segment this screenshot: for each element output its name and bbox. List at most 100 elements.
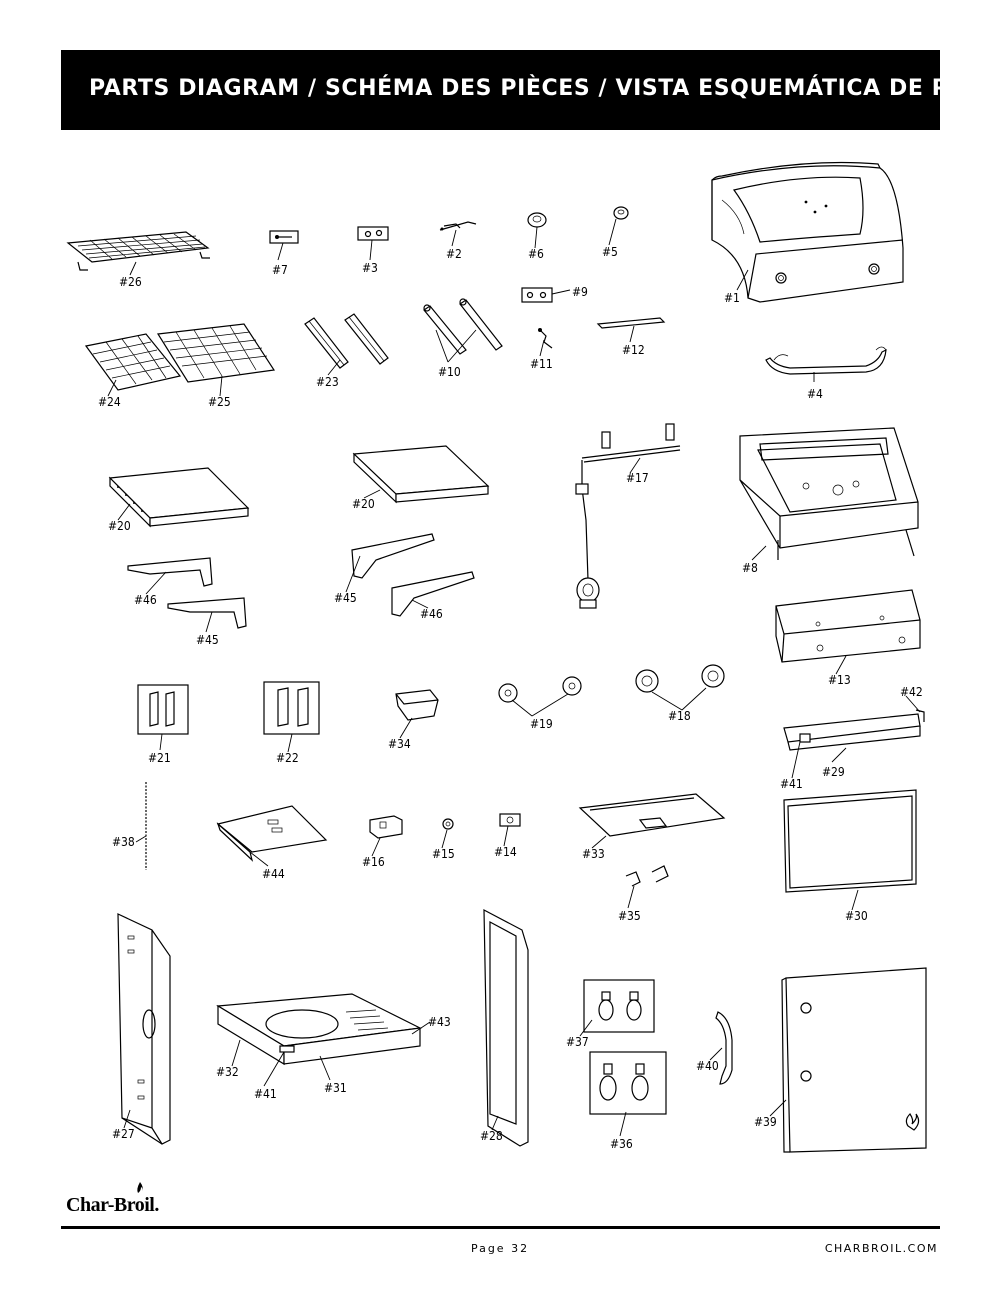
- part-13-control-panel: [775, 589, 921, 663]
- label-part-12: #12: [622, 343, 645, 357]
- label-part-17: #17: [626, 471, 649, 485]
- label-part-23: #23: [316, 375, 339, 389]
- part-46-bracket-left: [127, 557, 213, 587]
- label-part-1: #1: [724, 291, 740, 305]
- page-number: Page 32: [470, 1242, 530, 1255]
- label-part-34: #34: [388, 737, 411, 751]
- label-part-3: #3: [362, 261, 378, 275]
- part-29-tray: [783, 709, 925, 751]
- label-part-26: #26: [119, 275, 142, 289]
- label-part-22: #22: [276, 751, 299, 765]
- label-part-21: #21: [148, 751, 171, 765]
- part-11-electrode: [538, 328, 553, 349]
- part-24-grate: [84, 333, 182, 391]
- part-20-shelf-left: [108, 467, 250, 528]
- leader-lines: [107, 218, 921, 1137]
- label-part-25: #25: [208, 395, 231, 409]
- part-46-bracket-right: [391, 571, 475, 617]
- part-warming-rack: [66, 231, 210, 271]
- part-7-bolt: [269, 230, 299, 244]
- part-19-collars: [498, 676, 582, 703]
- part-28-side-panel: [483, 908, 529, 1147]
- label-part-19: #19: [530, 717, 553, 731]
- part-35-clips: [625, 865, 669, 887]
- part-18-knobs: [635, 664, 725, 693]
- label-part-8: #8: [742, 561, 758, 575]
- label-part-39: #39: [754, 1115, 777, 1129]
- part-27-side-panel: [117, 913, 171, 1145]
- part-44-shelf: [216, 805, 328, 862]
- label-part-6: #6: [528, 247, 544, 261]
- part-45-bracket-right: [351, 533, 435, 579]
- part-labels: #1 #2 #3 #4 #5 #6 #7 #8 #9 #10 #11 #12 #…: [98, 245, 923, 1151]
- part-3-bracket: [357, 226, 389, 241]
- part-40-door-handle: [715, 1011, 733, 1085]
- label-part-16: #16: [362, 855, 385, 869]
- website-link[interactable]: CHARBROIL.COM: [824, 1242, 938, 1255]
- label-part-32: #32: [216, 1065, 239, 1079]
- part-20-shelf-right: [352, 445, 490, 504]
- brand-logo: Char-Broil.: [66, 1194, 159, 1216]
- label-part-2: #2: [446, 247, 462, 261]
- label-part-14: #14: [494, 845, 517, 859]
- label-part-20a: #20: [108, 519, 131, 533]
- header-bar: PARTS DIAGRAM / SCHÉMA DES PIÈCES / VIST…: [61, 50, 1000, 130]
- label-part-41a: #41: [780, 777, 803, 791]
- part-36-casters: [589, 1051, 667, 1115]
- label-part-5: #5: [602, 245, 618, 259]
- flame-icon: [137, 1182, 143, 1193]
- label-part-46a: #46: [134, 593, 157, 607]
- label-part-10: #10: [438, 365, 461, 379]
- label-part-11: #11: [530, 357, 553, 371]
- part-handle: [765, 346, 887, 375]
- label-part-42: #42: [900, 685, 923, 699]
- label-part-7: #7: [272, 263, 288, 277]
- label-part-27: #27: [112, 1127, 135, 1141]
- label-part-35: #35: [618, 909, 641, 923]
- part-21-brackets: [137, 684, 189, 735]
- part-12-bracket: [596, 317, 666, 329]
- label-part-33: #33: [582, 847, 605, 861]
- label-part-13: #13: [828, 673, 851, 687]
- footer-rule: [61, 1226, 940, 1229]
- label-part-31: #31: [324, 1081, 347, 1095]
- label-part-44: #44: [262, 867, 285, 881]
- part-33-grease-tray: [578, 793, 726, 837]
- label-part-37: #37: [566, 1035, 589, 1049]
- part-15-nut: [442, 818, 454, 830]
- label-part-45b: #45: [334, 591, 357, 605]
- label-part-40: #40: [696, 1059, 719, 1073]
- part-22-brackets: [263, 681, 320, 735]
- label-part-36: #36: [610, 1137, 633, 1151]
- part-2-igniter: [439, 221, 477, 231]
- label-part-20b: #20: [352, 497, 375, 511]
- label-part-30: #30: [845, 909, 868, 923]
- label-part-9: #9: [572, 285, 588, 299]
- label-part-46b: #46: [420, 607, 443, 621]
- label-part-29: #29: [822, 765, 845, 779]
- label-part-18: #18: [668, 709, 691, 723]
- part-31-base: [216, 993, 423, 1066]
- part-16-block: [369, 815, 403, 839]
- part-9-bezel: [521, 287, 553, 303]
- part-30-panel: [783, 789, 917, 893]
- label-part-45a: #45: [196, 633, 219, 647]
- label-part-38: #38: [112, 835, 135, 849]
- part-37-casters: [583, 979, 655, 1033]
- part-34-grease-cup: [395, 689, 439, 721]
- part-lid: [711, 161, 904, 303]
- label-part-41b: #41: [254, 1087, 277, 1101]
- label-part-28: #28: [480, 1129, 503, 1143]
- part-45-bracket-left: [167, 597, 247, 629]
- label-part-24: #24: [98, 395, 121, 409]
- part-8-firebox: [739, 427, 919, 560]
- part-25-grate: [156, 323, 276, 383]
- part-6-knob: [527, 212, 547, 228]
- part-10-burner: [423, 298, 503, 355]
- label-part-4: #4: [807, 387, 823, 401]
- label-part-43: #43: [428, 1015, 451, 1029]
- part-23-heat-tent: [304, 313, 389, 369]
- label-part-15: #15: [432, 847, 455, 861]
- part-5-cap: [613, 206, 629, 220]
